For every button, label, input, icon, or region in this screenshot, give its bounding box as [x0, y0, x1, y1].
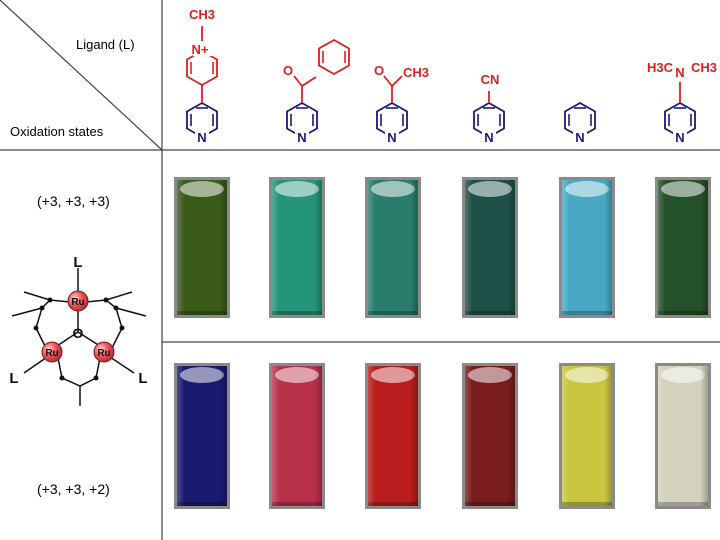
- oxidation-state-row-2: (+3, +3, +2): [37, 481, 110, 497]
- vial-photo: [655, 177, 711, 318]
- ligand-structures: N N+ CH3 N O N O CH3 N CN N: [186, 7, 717, 145]
- ring-atom-label: N: [197, 130, 206, 145]
- ru-atom-right: [93, 341, 115, 363]
- ru-atom-left: [41, 341, 63, 363]
- vial-photo: [655, 363, 711, 509]
- ligand-3-structure: N O CH3: [374, 63, 429, 145]
- cluster-center-oxygen: O: [73, 325, 84, 341]
- oxidation-header-label: Oxidation states: [10, 124, 104, 139]
- oxidation-state-row-1: (+3, +3, +3): [37, 193, 110, 209]
- ring-atom-label: N: [387, 130, 396, 145]
- ligand-1-methyl-label: CH3: [189, 7, 215, 22]
- ru-label-top: Ru: [71, 297, 84, 308]
- vial-photo: [174, 363, 230, 509]
- triruthenium-cluster-icon: O Ru Ru Ru L L L: [9, 254, 148, 406]
- vial-photo: [365, 363, 421, 509]
- vials-row-reduced: [174, 363, 711, 509]
- ligand-1-nitrogen-label: N+: [192, 42, 209, 57]
- vial-photo: [462, 177, 518, 318]
- vial-photo: [174, 177, 230, 318]
- ligand-l-right: L: [138, 370, 147, 387]
- vial-photo: [269, 177, 325, 318]
- ligand-6-structure: N N H3C CH3: [647, 60, 717, 145]
- ru-atom-top: [67, 290, 89, 312]
- ligand-3-methyl-label: CH3: [403, 65, 429, 80]
- vial-photo: [559, 363, 615, 509]
- ligand-3-oxygen-label: O: [374, 63, 384, 78]
- ligand-6-nitrogen-label: N: [675, 65, 684, 80]
- vial-photo: [269, 363, 325, 509]
- ligand-2-oxygen-label: O: [283, 63, 293, 78]
- ring-atom-label: N: [484, 130, 493, 145]
- vial-photo: [462, 363, 518, 509]
- vial-photo: [365, 177, 421, 318]
- ring-atom-label: N: [297, 130, 306, 145]
- ligand-2-structure: N O: [283, 39, 350, 145]
- ring-atom-label: N: [575, 130, 584, 145]
- vial-photo: [559, 177, 615, 318]
- ligand-6-methyl-left-label: H3C: [647, 60, 674, 75]
- ring-atom-label: N: [675, 130, 684, 145]
- vials-row-oxidized: [174, 177, 711, 318]
- ligand-1-structure: N N+ CH3: [186, 7, 218, 145]
- ligand-4-cyano-label: CN: [481, 72, 500, 87]
- ligand-4-structure: N CN: [473, 72, 505, 145]
- corner-diagonal: [0, 0, 163, 151]
- ligand-6-methyl-right-label: CH3: [691, 60, 717, 75]
- ligand-l-left: L: [9, 370, 18, 387]
- ru-label-left: Ru: [45, 348, 58, 359]
- ligand-header-label: Ligand (L): [76, 37, 135, 52]
- ligand-l-top: L: [73, 254, 82, 271]
- ligand-5-structure: N: [564, 102, 596, 145]
- ru-label-right: Ru: [97, 348, 110, 359]
